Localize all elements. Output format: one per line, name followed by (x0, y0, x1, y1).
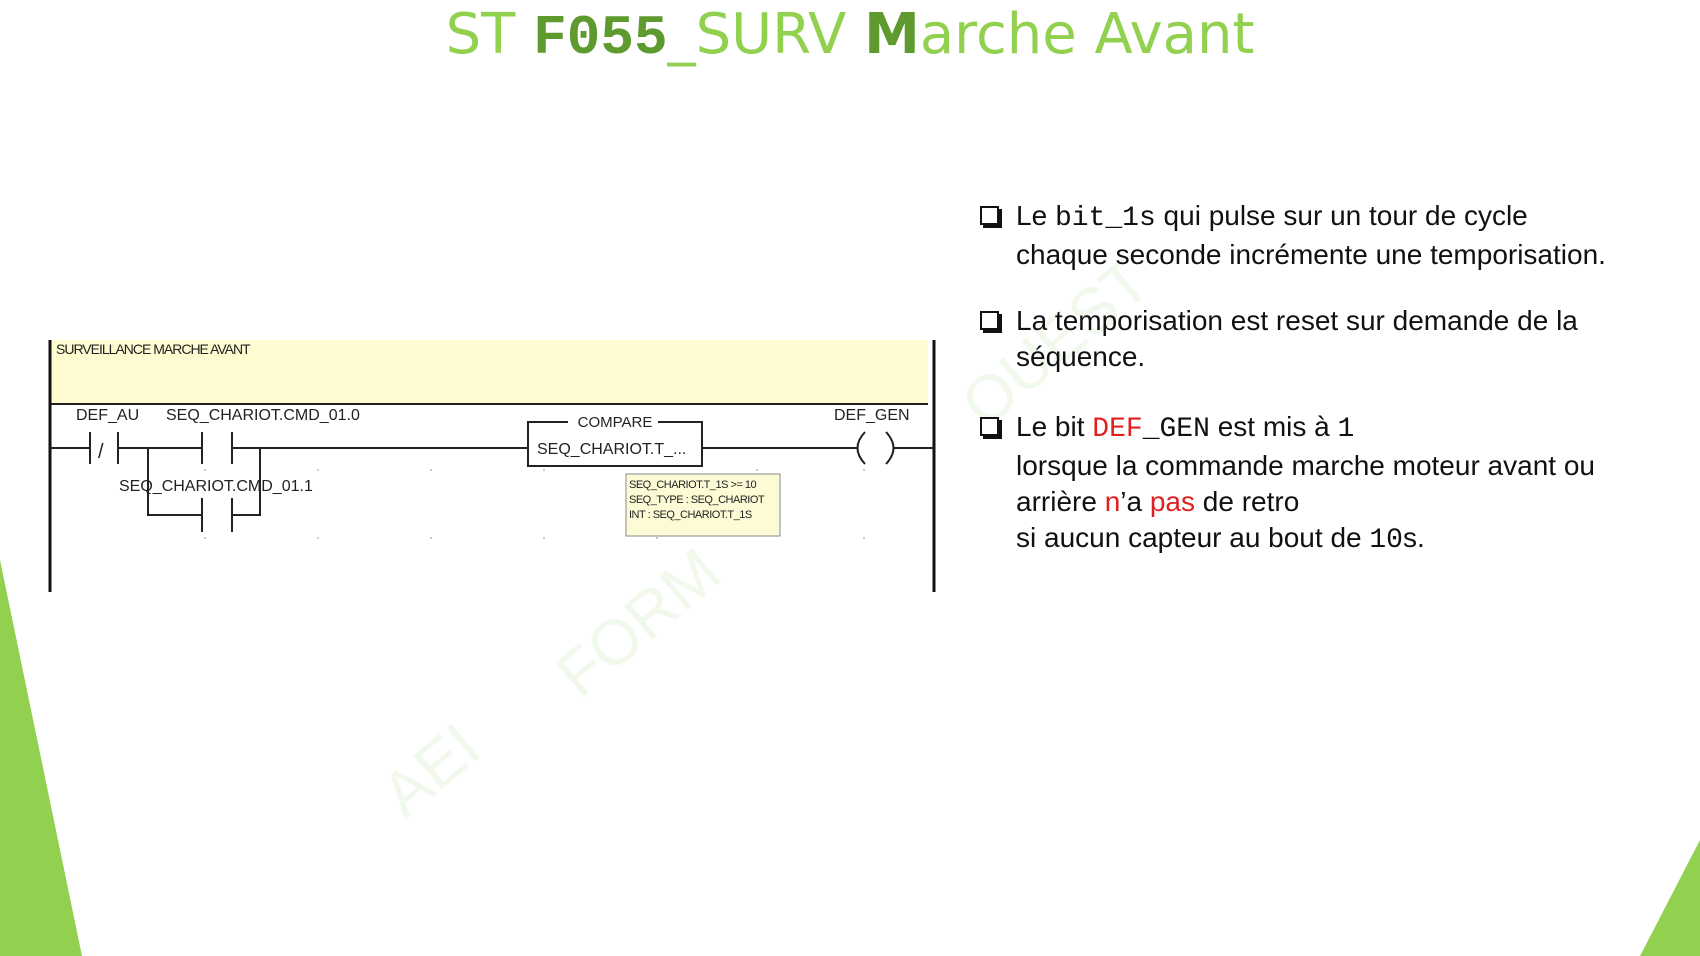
contact-cmd-01-1-label: SEQ_CHARIOT.CMD_01.1 (119, 478, 313, 495)
bullet-2-line-1: La temporisation est reset sur demande d… (1016, 305, 1578, 336)
rung-header-fill (50, 340, 928, 404)
bullet-3-line-3c: de retro (1195, 486, 1300, 517)
bullet-3-n: n (1104, 486, 1121, 517)
compare-tooltip-line-1: SEQ_CHARIOT.T_1S >= 10 (629, 479, 757, 491)
bullet-item-3: Le bit DEF_GEN est mis à 1 lorsque la co… (978, 409, 1678, 559)
checkbox-bullet-icon (980, 417, 999, 436)
bullet-list: Le bit_1s qui pulse sur un tour de cycle… (978, 198, 1678, 559)
ladder-diagram: SURVEILLANCE MARCHE AVANT / DEF_AU SEQ_C… (48, 340, 936, 592)
title-prefix: ST (445, 2, 516, 67)
bullet-3-line-3a: arrière (1016, 486, 1105, 517)
bullet-3-line-3b: ’a (1120, 486, 1150, 517)
bullet-3-text-2: est mis à (1209, 411, 1338, 442)
compare-block-title: COMPARE (578, 414, 653, 431)
bullet-2-line-2: séquence. (1016, 341, 1146, 372)
checkbox-bullet-icon (980, 311, 999, 330)
coil-def-gen-label: DEF_GEN (834, 407, 910, 424)
bullet-3-line-4b: s. (1402, 522, 1425, 553)
compare-block-content: SEQ_CHARIOT.T_... (537, 441, 686, 458)
bullet-1-code: bit_1s (1054, 203, 1156, 234)
bullet-3-pas: pas (1149, 486, 1196, 517)
coil-def-gen (856, 431, 895, 465)
contact-cmd-01-0 (201, 432, 233, 464)
parallel-branch (147, 448, 261, 516)
bullet-3-text-1: Le bit (1016, 411, 1093, 442)
bullet-item-1: Le bit_1s qui pulse sur un tour de cycle… (978, 198, 1678, 273)
grid-dots (204, 469, 865, 539)
title-rest: arche Avant (919, 2, 1255, 67)
bullet-3-line-4a: si aucun capteur au bout de (1016, 522, 1370, 553)
contact-cmd-01-1 (201, 498, 233, 532)
title-code: F055 (533, 6, 668, 70)
bullet-3-one: 1 (1337, 414, 1355, 445)
left-green-triangle (0, 560, 82, 956)
contact-cmd-01-0-label: SEQ_CHARIOT.CMD_01.0 (166, 407, 360, 424)
nc-contact-slash: / (98, 441, 104, 463)
bullet-1-text-2: qui pulse sur un tour de cycle (1155, 200, 1528, 231)
bullet-item-2: La temporisation est reset sur demande d… (978, 303, 1678, 375)
slide-title: ST F055_SURV Marche Avant (0, 2, 1700, 70)
bullet-3-code-red: DEF (1092, 414, 1143, 445)
compare-tooltip-line-2: SEQ_TYPE : SEQ_CHARIOT (629, 494, 765, 506)
title-m: M (864, 2, 920, 67)
title-code-suffix: _SURV (667, 2, 847, 67)
compare-tooltip (625, 473, 781, 537)
contact-def-au-label: DEF_AU (76, 407, 139, 424)
bullet-1-text-1: Le (1016, 200, 1055, 231)
right-green-triangle (1640, 840, 1700, 956)
compare-tooltip-line-3: INT : SEQ_CHARIOT.T_1S (629, 509, 752, 521)
bullet-3-line-4-code: 10 (1369, 525, 1403, 556)
bullet-3-line-2: lorsque la commande marche moteur avant … (1016, 450, 1595, 481)
checkbox-bullet-icon (980, 206, 999, 225)
bullet-3-code-black: _GEN (1142, 414, 1210, 445)
contact-def-au (89, 432, 119, 464)
rung-header-label: SURVEILLANCE MARCHE AVANT (56, 341, 251, 357)
bullet-1-line-2: chaque seconde incrémente une temporisat… (1016, 239, 1606, 270)
